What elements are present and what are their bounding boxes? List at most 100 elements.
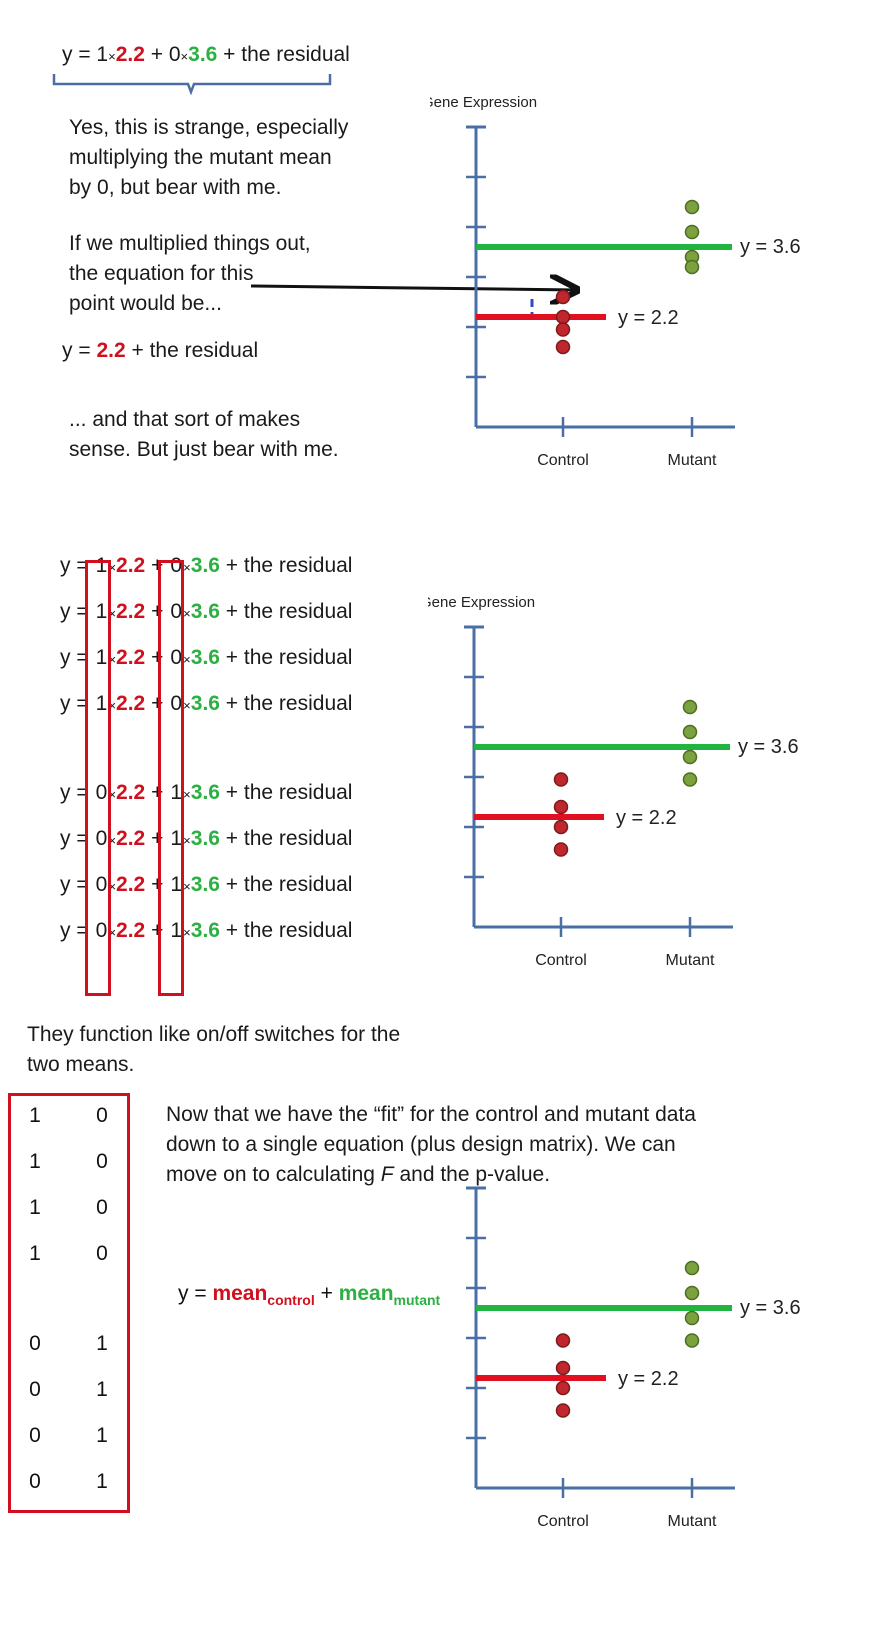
eq-y: y = [178, 1282, 213, 1305]
eq-control-mean: 2.2 [116, 781, 146, 804]
matrix-cell: 1 [96, 1378, 108, 1401]
eq-residual: + the residual [219, 554, 353, 577]
x-tick-label: Mutant [668, 1513, 717, 1530]
eq-y: y = [60, 554, 95, 577]
text-line: down to a single equation (plus design m… [166, 1133, 676, 1156]
eq-times: × [183, 698, 191, 713]
x-tick-label: Mutant [668, 452, 717, 469]
equation-row: y = 1×2.2 + 0×3.6 + the residual [60, 690, 352, 720]
eq-y: y = [60, 827, 95, 850]
matrix-cell: 0 [96, 1242, 108, 1265]
mutant-mean-label: y = 3.6 [740, 1297, 801, 1319]
eq-times: × [183, 560, 191, 575]
control-mean-label: y = 2.2 [618, 1368, 679, 1390]
eq-residual: + the residual [219, 873, 353, 896]
text-line: by 0, but bear with me. [69, 176, 282, 199]
equation-row: y = 0×2.2 + 1×3.6 + the residual [60, 779, 352, 809]
eq-mutant-mean: 3.6 [190, 692, 220, 715]
eq-y: y = [60, 600, 95, 623]
eq-mutant-mean: 3.6 [190, 919, 220, 942]
eq-residual: + the residual [125, 339, 259, 362]
mutant-data-point [684, 1310, 700, 1326]
control-data-point [553, 819, 569, 835]
eq-times: × [108, 833, 117, 848]
control-data-point [553, 842, 569, 857]
switch-mutant: 1 [170, 827, 183, 850]
control-mean-label: y = 2.2 [618, 307, 679, 329]
matrix-cell: 1 [29, 1196, 41, 1219]
curly-brace-icon [52, 74, 332, 96]
eq-y: y = [60, 692, 95, 715]
mutant-data-point [684, 259, 700, 275]
control-data-point [555, 322, 571, 337]
text-line: sense. But just bear with me. [69, 438, 339, 461]
eq-residual: + the residual [217, 43, 350, 66]
equation-single-point: y = 2.2 + the residual [62, 336, 258, 366]
eq-mutant-mean: 3.6 [190, 646, 220, 669]
switch-mutant: 1 [170, 873, 183, 896]
eq-residual: + the residual [219, 600, 353, 623]
matrix-cell: 0 [96, 1104, 108, 1127]
x-tick-label: Control [535, 952, 587, 969]
eq-times: × [108, 879, 117, 894]
slide-panel-1: y = 1×2.2 + 0×3.6 + the residual Yes, th… [0, 0, 883, 533]
control-data-point [555, 339, 571, 355]
matrix-cell: 1 [96, 1470, 108, 1493]
eq-residual: + the residual [219, 781, 353, 804]
text-line: ... and that sort of makes [69, 408, 301, 431]
eq-mutant-mean: 3.6 [190, 600, 220, 623]
eq-control-mean: 2.2 [96, 339, 126, 362]
eq-plus: + [314, 1282, 339, 1305]
explanation-paragraph-2: If we multiplied things out, the equatio… [69, 229, 311, 319]
switch-control: 0 [95, 827, 108, 850]
matrix-cell: 0 [96, 1196, 108, 1219]
eq-residual: + the residual [219, 919, 353, 942]
eq-plus: + 0 [144, 43, 181, 66]
eq-y: y = [60, 646, 95, 669]
eq-y: y = [60, 781, 95, 804]
x-tick-label: Control [537, 1513, 589, 1530]
eq-mutant-mean: 3.6 [190, 781, 220, 804]
switch-mutant: 1 [170, 919, 183, 942]
text-line: the equation for this [69, 262, 254, 285]
control-data-point [555, 1360, 571, 1376]
switch-control: 1 [95, 692, 108, 715]
switch-mutant: 0 [170, 600, 183, 623]
highlight-box-control [85, 560, 111, 996]
mutant-data-point [684, 224, 700, 240]
eq-control-mean: 2.2 [116, 600, 146, 623]
text-line: Yes, this is strange, especially [69, 116, 349, 139]
eq-control-mean: 2.2 [116, 646, 146, 669]
equation-row: y = 1×2.2 + 0×3.6 + the residual [60, 644, 352, 674]
mutant-data-point [682, 772, 698, 787]
eq-control-mean: 2.2 [115, 43, 145, 66]
control-data-point [555, 1403, 571, 1418]
matrix-cell: 1 [29, 1150, 41, 1173]
matrix-cell: 1 [96, 1424, 108, 1447]
text-line: Now that we have the “fit” for the contr… [166, 1103, 696, 1126]
switch-caption: They function like on/off switches for t… [27, 1020, 400, 1080]
switch-mutant: 0 [170, 554, 183, 577]
switch-mutant: 1 [170, 781, 183, 804]
eq-times: × [183, 925, 191, 940]
control-data-point [553, 772, 569, 787]
switch-mutant: 0 [170, 692, 183, 715]
eq-residual: + the residual [219, 692, 353, 715]
eq-times: × [108, 606, 117, 621]
equation-row: y = 0×2.2 + 1×3.6 + the residual [60, 871, 352, 901]
matrix-cell: 0 [29, 1424, 41, 1447]
f-statistic-symbol: F [380, 1163, 394, 1186]
eq-times: × [180, 49, 189, 64]
eq-mutant-mean: 3.6 [190, 554, 220, 577]
eq-control-mean: 2.2 [116, 873, 146, 896]
mutant-data-point [684, 1285, 700, 1301]
eq-mutant-mean: 3.6 [190, 873, 220, 896]
eq-times: × [108, 49, 116, 64]
text-line: two means. [27, 1053, 135, 1076]
control-data-point [553, 799, 569, 815]
y-axis-label: Gene Expression [430, 94, 537, 111]
equation-row: y = 0×2.2 + 1×3.6 + the residual [60, 825, 352, 855]
switch-control: 1 [95, 646, 108, 669]
